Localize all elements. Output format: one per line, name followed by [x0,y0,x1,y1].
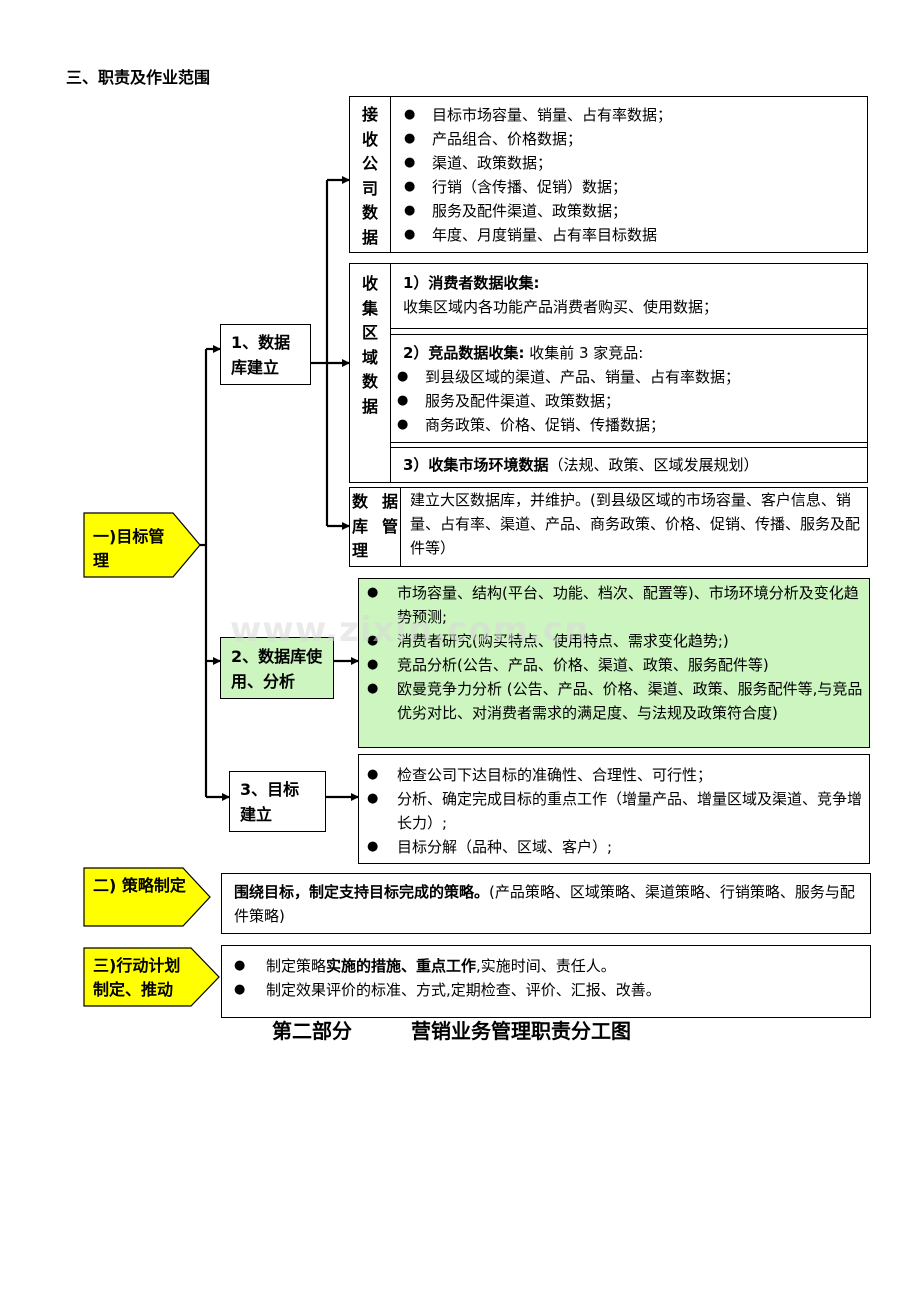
db-management-label: 数 据 库 管 理 [352,492,398,560]
db-build-node: 1、数据库建立 [220,324,311,385]
divider [400,488,402,566]
market-env-box: 3）收集市场环境数据（法规、政策、区域发展规划） [390,447,868,483]
competitor-data-note: 收集前 3 家竞品: [524,344,644,362]
receive-data-list: 目标市场容量、销量、占有率数据； 产品组合、价格数据； 渠道、政策数据； 行销（… [398,103,858,247]
receive-data-label: 接收公司数据 [361,105,378,247]
competitor-data-box: 2）竞品数据收集: 收集前 3 家竞品: 到县级区域的渠道、产品、销量、占有率数… [390,334,868,443]
list-item: 检查公司下达目标的准确性、合理性、可行性； [359,763,863,787]
strategy-label: 二) 策略制定 [93,876,186,895]
goal-set-node: 3、目标建立 [229,771,326,832]
db-management-box: 数 据 库 管 理 建立大区数据库，并维护。(到县级区域的市场容量、客户信息、销… [349,487,868,567]
list-item: 服务及配件渠道、政策数据； [398,199,858,223]
part-title-right: 营销业务管理职责分工图 [411,1019,631,1043]
list-item: 商务政策、价格、促销、传播数据； [391,413,861,437]
list-item: 制定策略实施的措施、重点工作,实施时间、责任人。 [222,954,864,978]
competitor-data-title: 2）竞品数据收集: [403,344,525,362]
divider [390,97,392,252]
part-title-left: 第二部分 [272,1019,352,1043]
list-item: 消费者研究(购买特点、使用特点、需求变化趋势;) [359,629,863,653]
list-item: 制定效果评价的标准、方式,定期检查、评价、汇报、改善。 [222,978,864,1002]
list-item: 目标分解（品种、区域、客户）; [359,835,863,859]
action-plan-label: 三)行动计划制定、推动 [93,956,181,999]
analysis-box: 市场容量、结构(平台、功能、档次、配置等)、市场环境分析及变化趋势预测; 消费者… [358,578,870,748]
market-env-title: 3）收集市场环境数据 [403,456,549,474]
goal-management-node: 一)目标管理 [83,512,201,578]
market-env-note: （法规、政策、区域发展规划） [548,456,759,474]
list-item: 渠道、政策数据； [398,151,858,175]
strategy-box: 围绕目标，制定支持目标完成的策略。(产品策略、区域策略、渠道策略、行销策略、服务… [221,873,871,934]
analysis-list: 市场容量、结构(平台、功能、档次、配置等)、市场环境分析及变化趋势预测; 消费者… [359,581,863,725]
list-item: 产品组合、价格数据； [398,127,858,151]
competitor-data-list: 到县级区域的渠道、产品、销量、占有率数据； 服务及配件渠道、政策数据； 商务政策… [391,365,861,437]
goals-list: 检查公司下达目标的准确性、合理性、可行性； 分析、确定完成目标的重点工作（增量产… [359,763,863,859]
strategy-text: (产品策略、区域策略、渠道策略、行销策略、服务与配件策略) [234,883,855,925]
list-item: 到县级区域的渠道、产品、销量、占有率数据； [391,365,861,389]
list-item: 市场容量、结构(平台、功能、档次、配置等)、市场环境分析及变化趋势预测; [359,581,863,629]
goal-management-label: 一)目标管理 [93,527,165,570]
list-item: 竞品分析(公告、产品、价格、渠道、政策、服务配件等) [359,653,863,677]
section-title: 三、职责及作业范围 [66,68,211,87]
list-item: 服务及配件渠道、政策数据； [391,389,861,413]
consumer-data-text: 收集区域内各功能产品消费者购买、使用数据； [403,298,719,316]
action-list: 制定策略实施的措施、重点工作,实施时间、责任人。 制定效果评价的标准、方式,定期… [222,954,864,1002]
receive-data-box: 接收公司数据 目标市场容量、销量、占有率数据； 产品组合、价格数据； 渠道、政策… [349,96,868,253]
consumer-data-box: 1）消费者数据收集: 收集区域内各功能产品消费者购买、使用数据； [390,263,868,329]
list-item: 目标市场容量、销量、占有率数据； [398,103,858,127]
list-item: 行销（含传播、促销）数据； [398,175,858,199]
db-management-text: 建立大区数据库，并维护。(到县级区域的市场容量、客户信息、销量、占有率、渠道、产… [410,491,861,557]
strategy-node: 二) 策略制定 [83,867,211,927]
goals-box: 检查公司下达目标的准确性、合理性、可行性； 分析、确定完成目标的重点工作（增量产… [358,754,870,864]
consumer-data-title: 1）消费者数据收集: [403,274,540,292]
collect-data-label: 收集区域数据 [361,274,378,416]
db-use-node: 2、数据库使用、分析 [220,637,334,699]
action-box: 制定策略实施的措施、重点工作,实施时间、责任人。 制定效果评价的标准、方式,定期… [221,945,871,1018]
list-item: 欧曼竞争力分析 (公告、产品、价格、渠道、政策、服务配件等,与竞品优劣对比、对消… [359,677,863,725]
action-plan-node: 三)行动计划制定、推动 [83,947,220,1007]
list-item: 年度、月度销量、占有率目标数据 [398,223,858,247]
strategy-bold: 围绕目标，制定支持目标完成的策略。 [234,883,490,901]
list-item: 分析、确定完成目标的重点工作（增量产品、增量区域及渠道、竞争增长力）; [359,787,863,835]
